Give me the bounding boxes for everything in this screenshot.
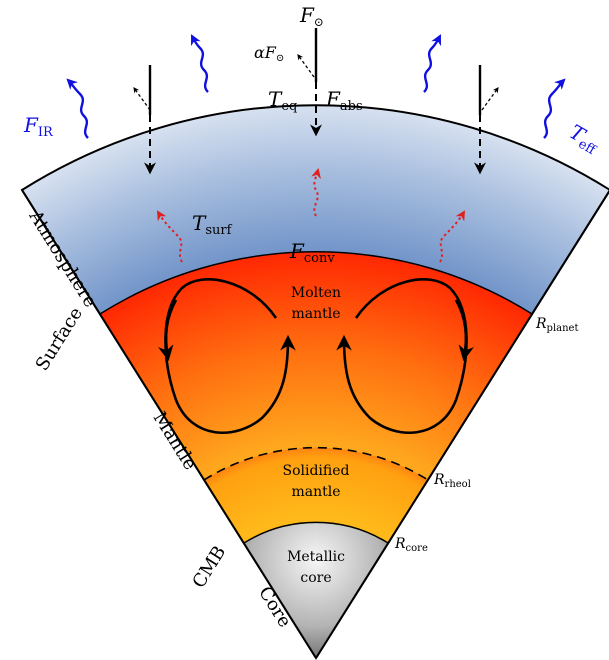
metallic-core-region: [244, 522, 388, 658]
rheology-boundary: [203, 446, 429, 481]
cmb-side-label: CMB: [188, 542, 230, 592]
reflected-flux-label: αF⊙: [254, 43, 284, 64]
surface-temp-label: Tsurf: [192, 211, 233, 238]
effective-temp-label: Teff: [564, 120, 605, 159]
solidified-mantle-label: Solidified: [283, 463, 350, 479]
molten-mantle-label: Molten: [291, 285, 341, 301]
solar-flux-label: F⊙: [299, 3, 324, 29]
planet-radius-label: Rplanet: [535, 316, 579, 334]
infrared-emission-arrows: [66, 34, 566, 139]
solidified-mantle-label-2: mantle: [291, 484, 340, 500]
reflected-flux-arrows: [133, 54, 499, 111]
convection-cells: [158, 278, 474, 435]
molten-mantle-label-2: mantle: [291, 306, 340, 322]
incoming-flux-arrows: [144, 28, 486, 175]
core-radius-label: Rcore: [394, 536, 428, 554]
metallic-core-label-2: core: [300, 570, 331, 586]
absorbed-flux-label: Fabs: [325, 87, 363, 114]
convective-flux-label: Fconv: [289, 239, 335, 266]
surface-side-label: Surface: [32, 304, 87, 375]
equilibrium-temp-label: Teq: [268, 87, 297, 114]
metallic-core-label: Metallic: [287, 549, 345, 565]
infrared-flux-label: FIR: [23, 113, 54, 140]
rheology-radius-label: Rrheol: [433, 472, 471, 490]
